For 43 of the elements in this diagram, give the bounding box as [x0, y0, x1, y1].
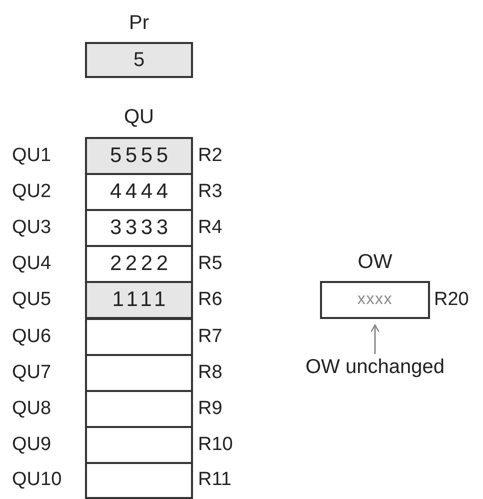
- row-label: QU6: [12, 324, 52, 349]
- array-cell: [85, 209, 193, 247]
- row-label: R20: [434, 288, 469, 312]
- row-label: QU7: [12, 360, 52, 385]
- row-label: R6: [198, 288, 222, 312]
- array-cell: [85, 426, 193, 464]
- row-label: R4: [198, 216, 222, 240]
- row-label: QU2: [12, 180, 52, 204]
- row-label: R11: [198, 468, 232, 492]
- row-label: QU9: [12, 432, 52, 457]
- array-cell: [85, 245, 193, 283]
- row-label: R2: [198, 144, 222, 168]
- heading-label: OW: [358, 250, 392, 275]
- row-label: R3: [198, 180, 222, 204]
- row-label: R5: [198, 252, 222, 276]
- array-cell: [85, 137, 193, 175]
- array-cell: [85, 173, 193, 211]
- cell-value: 3333: [108, 215, 172, 242]
- row-label: R8: [198, 360, 222, 385]
- array-cell: [85, 390, 193, 428]
- note-text: OW unchanged: [306, 355, 444, 380]
- value-text: xxxx: [357, 290, 393, 310]
- heading-label: Pr: [129, 11, 149, 36]
- row-label: QU8: [12, 396, 52, 421]
- cell-value: 2222: [108, 251, 172, 278]
- array-cell: [85, 462, 193, 499]
- row-label: QU5: [12, 288, 52, 312]
- row-label: R10: [198, 432, 233, 457]
- row-label: QU4: [12, 252, 52, 276]
- value-text: 5: [133, 48, 145, 73]
- cell-value: 5555: [108, 143, 172, 170]
- row-label: QU10: [12, 468, 62, 492]
- cell-value: 1111: [111, 287, 170, 314]
- row-label: QU1: [12, 144, 52, 168]
- row-label: R9: [198, 396, 222, 421]
- row-label: R7: [198, 324, 222, 349]
- heading-label: QU: [124, 105, 154, 130]
- row-label: QU3: [12, 216, 52, 240]
- cell-value: 4444: [108, 179, 172, 206]
- array-cell: [85, 281, 193, 319]
- arrow: [370, 324, 380, 354]
- array-cell: [85, 354, 193, 392]
- array-cell: [85, 318, 193, 356]
